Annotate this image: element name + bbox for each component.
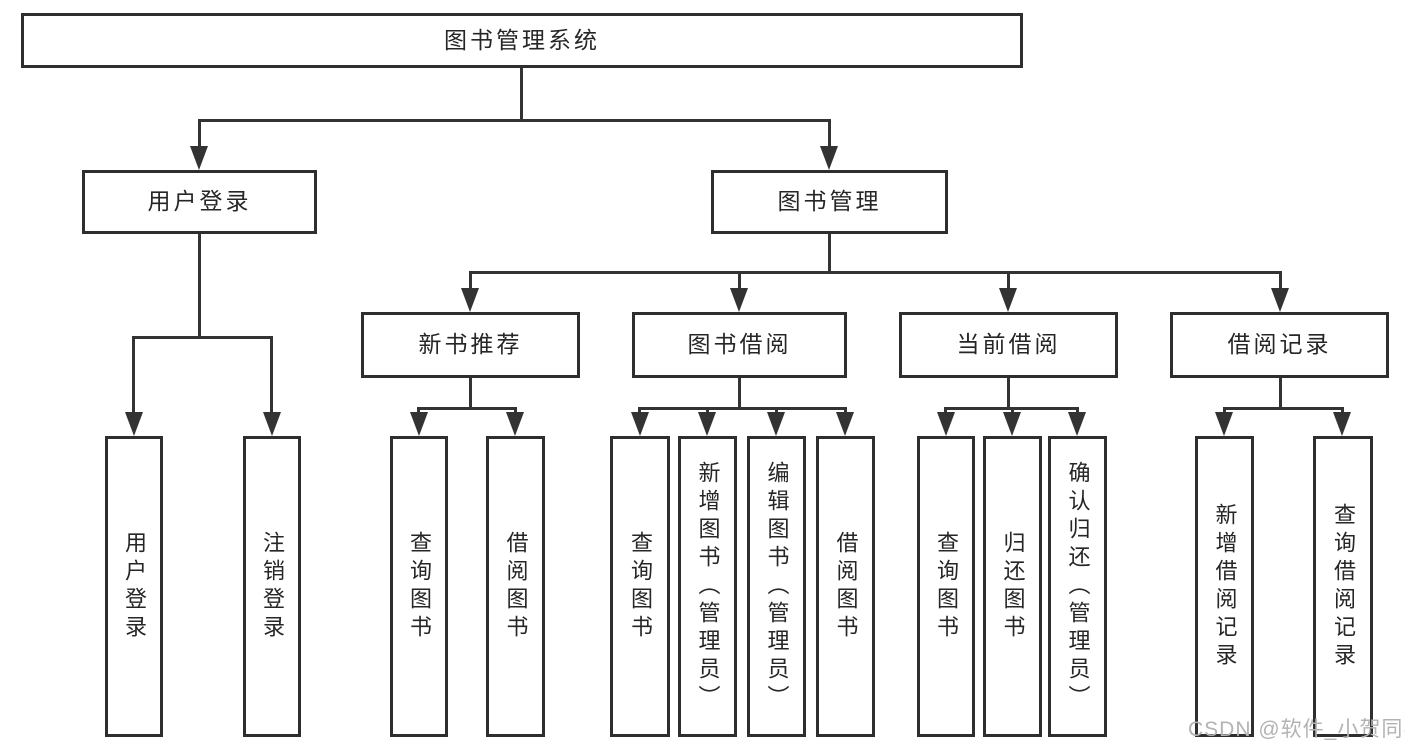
arrow-down-icon	[263, 412, 281, 436]
connector-book-mgmt-bus	[469, 271, 1282, 274]
arrow-down-icon	[461, 288, 479, 312]
arrow-down-icon	[125, 412, 143, 436]
leaf-label: 借阅图书	[833, 530, 859, 643]
node-label: 当前借阅	[956, 331, 1061, 358]
arrow-down-icon	[698, 412, 716, 436]
arrow-down-icon	[506, 412, 524, 436]
connector-to-book-borrow	[738, 271, 741, 293]
leaf-label: 借阅图书	[503, 530, 529, 643]
node-label: 新书推荐	[418, 331, 523, 358]
leaf-edit-books-admin: 编辑图书（管理员）	[747, 436, 806, 737]
node-user-login-group: 用户登录	[82, 170, 317, 234]
connector-to-book-mgmt	[828, 119, 831, 151]
leaf-label: 查询借阅记录	[1331, 502, 1356, 671]
node-label: 借阅记录	[1227, 331, 1332, 358]
connector-new-books-stem	[469, 378, 472, 407]
leaf-user-login: 用户登录	[105, 436, 163, 737]
node-current-borrow: 当前借阅	[899, 312, 1118, 378]
node-label: 图书管理	[777, 188, 882, 215]
connector-borrow-records-bus	[1223, 407, 1344, 410]
arrow-down-icon	[767, 412, 785, 436]
arrow-down-icon	[410, 412, 428, 436]
leaf-query-borrow-record: 查询借阅记录	[1313, 436, 1373, 737]
leaf-logout: 注销登录	[243, 436, 301, 737]
leaf-label: 查询图书	[934, 530, 959, 643]
node-label: 用户登录	[147, 188, 252, 215]
arrow-down-icon	[190, 146, 208, 170]
arrow-down-icon	[937, 412, 955, 436]
connector-to-new-books	[469, 271, 472, 293]
arrow-down-icon	[1271, 288, 1289, 312]
leaf-borrow-books-recommend: 借阅图书	[486, 436, 545, 737]
arrow-down-icon	[730, 288, 748, 312]
node-root-system: 图书管理系统	[21, 13, 1023, 68]
connector-new-books-bus	[417, 407, 517, 410]
leaf-label: 归还图书	[1000, 530, 1026, 643]
connector-borrow-records-stem	[1279, 378, 1282, 407]
node-label: 图书借阅	[687, 331, 792, 358]
leaf-label: 编辑图书（管理员）	[764, 460, 790, 713]
leaf-label: 确认归还（管理员）	[1065, 460, 1091, 713]
node-book-management: 图书管理	[711, 170, 948, 234]
connector-root-stem	[520, 68, 523, 119]
connector-to-leaf	[132, 336, 135, 416]
connector-to-user-login	[198, 119, 201, 151]
arrow-down-icon	[836, 412, 854, 436]
arrow-down-icon	[631, 412, 649, 436]
leaf-label: 查询图书	[628, 530, 653, 643]
arrow-down-icon	[1215, 412, 1233, 436]
node-new-book-recommend: 新书推荐	[361, 312, 580, 378]
leaf-query-books-current: 查询图书	[917, 436, 975, 737]
connector-book-borrow-stem	[738, 378, 741, 407]
connector-root-bus	[198, 119, 831, 122]
node-root-label: 图书管理系统	[444, 26, 600, 53]
node-book-borrow: 图书借阅	[632, 312, 847, 378]
leaf-add-books-admin: 新增图书（管理员）	[678, 436, 737, 737]
arrow-down-icon	[1068, 412, 1086, 436]
leaf-label: 用户登录	[122, 530, 147, 643]
leaf-label: 新增图书（管理员）	[695, 460, 721, 713]
leaf-borrow-books: 借阅图书	[816, 436, 875, 737]
csdn-watermark: CSDN @软件_小贺同学	[1188, 718, 1405, 741]
leaf-label: 注销登录	[260, 530, 285, 643]
leaf-confirm-return-admin: 确认归还（管理员）	[1048, 436, 1107, 737]
connector-to-borrow-records	[1279, 271, 1282, 293]
leaf-query-books-borrow: 查询图书	[610, 436, 670, 737]
connector-book-mgmt-stem	[828, 234, 831, 271]
arrow-down-icon	[820, 146, 838, 170]
arrow-down-icon	[1333, 412, 1351, 436]
arrow-down-icon	[999, 288, 1017, 312]
leaf-return-books: 归还图书	[983, 436, 1042, 737]
leaf-label: 查询图书	[407, 530, 432, 643]
leaf-add-borrow-record: 新增借阅记录	[1195, 436, 1254, 737]
connector-current-borrow-stem	[1007, 378, 1010, 407]
connector-user-login-stem	[198, 234, 201, 336]
leaf-query-books-recommend: 查询图书	[390, 436, 448, 737]
connector-to-current-borrow	[1007, 271, 1010, 293]
connector-book-borrow-bus	[638, 407, 847, 410]
connector-user-login-bus	[132, 336, 273, 339]
node-borrow-records: 借阅记录	[1170, 312, 1389, 378]
connector-to-leaf	[270, 336, 273, 416]
leaf-label: 新增借阅记录	[1212, 502, 1238, 671]
arrow-down-icon	[1003, 412, 1021, 436]
